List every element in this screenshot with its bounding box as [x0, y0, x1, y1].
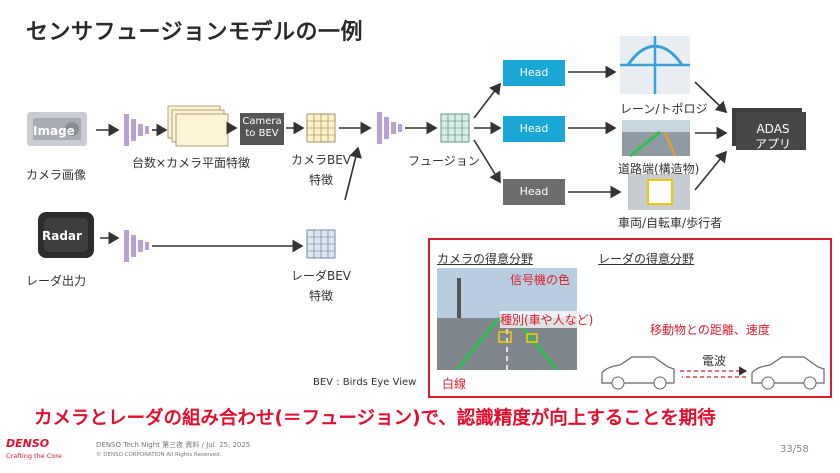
adas-line1: ADAS	[756, 122, 790, 136]
camera-item-white-line: 白線	[442, 377, 467, 391]
fusion-encoder-icon	[377, 112, 402, 144]
radar-item-distance-speed: 移動物との距離、速度	[650, 323, 770, 337]
camera-bev-line1: カメラBEV	[290, 153, 352, 167]
radar-icon	[38, 212, 94, 258]
camera-plane-features	[167, 105, 229, 147]
denso-tagline: Crafting the Core	[6, 452, 62, 460]
output-road-edge: 道路端(構造物)	[618, 162, 700, 176]
adas-app-stack	[732, 108, 806, 150]
camera-icon-text: Image	[33, 124, 75, 138]
camera-encoder-icon	[124, 114, 149, 146]
camera-strength-heading: カメラの得意分野	[437, 252, 534, 266]
vehicle-thumbnail	[628, 174, 690, 210]
lane-topology-thumbnail	[620, 36, 690, 94]
camera-to-bev-box: Camera to BEV	[240, 113, 284, 145]
camera-feature-label: 台数×カメラ平面特徴	[132, 156, 251, 170]
radar-icon-text: Radar	[42, 229, 82, 243]
camera-image-icon	[27, 112, 87, 146]
camera-item-object-type: 種別(車や人など)	[500, 311, 594, 328]
radar-encoder-icon	[124, 230, 149, 262]
denso-logo: DENSO	[6, 437, 50, 450]
radar-item-radio-wave: 電波	[702, 354, 727, 368]
pipeline-arrows	[96, 65, 728, 253]
cars-radar-wave-illustration	[601, 356, 825, 390]
radar-bev-grid	[306, 229, 336, 259]
radar-bev-line1: レーダBEV	[290, 269, 352, 283]
camera-label: カメラ画像	[26, 168, 87, 182]
bev-note: BEV : Birds Eye View	[313, 377, 417, 388]
fusion-grid	[440, 113, 470, 143]
adas-app-label: ADAS アプリ	[740, 116, 806, 154]
camera-to-bev-line2: to BEV	[245, 128, 279, 139]
camera-to-bev-line1: Camera	[242, 116, 282, 127]
camera-item-signal-color: 信号機の色	[510, 273, 571, 287]
head-box-vehicle: Head	[503, 179, 565, 205]
road-edge-thumbnail	[622, 120, 690, 158]
page-number: 33/58	[780, 444, 809, 455]
radar-label: レーダ出力	[26, 274, 87, 288]
comparison-box	[428, 238, 832, 398]
radar-bev-line2: 特徴	[308, 289, 333, 303]
output-vehicles: 車両/自転車/歩行者	[618, 216, 723, 230]
conclusion-text: カメラとレーダの組み合わせ(＝フュージョン)で、認識精度が向上することを期待	[34, 408, 716, 429]
fusion-label: フュージョン	[408, 154, 480, 168]
slide-title: センサフュージョンモデルの一例	[26, 20, 364, 45]
footer-event: DENSO Tech Night 第三夜 資料 / Jul. 25, 2025	[96, 441, 251, 449]
camera-bev-line2: 特徴	[308, 173, 333, 187]
radar-strength-heading: レーダの得意分野	[598, 252, 695, 266]
camera-bev-label: カメラBEV 特徴	[291, 150, 351, 190]
head-box-lane: Head	[503, 60, 565, 86]
output-lane-topology: レーン/トポロジ	[620, 102, 708, 116]
footer-copyright: © DENSO CORPORATION All Rights Reserved.	[96, 452, 222, 458]
camera-bev-grid	[306, 113, 336, 143]
radar-bev-label: レーダBEV 特徴	[291, 266, 351, 306]
head-box-road-edge: Head	[503, 116, 565, 142]
adas-line2: アプリ	[754, 137, 791, 151]
